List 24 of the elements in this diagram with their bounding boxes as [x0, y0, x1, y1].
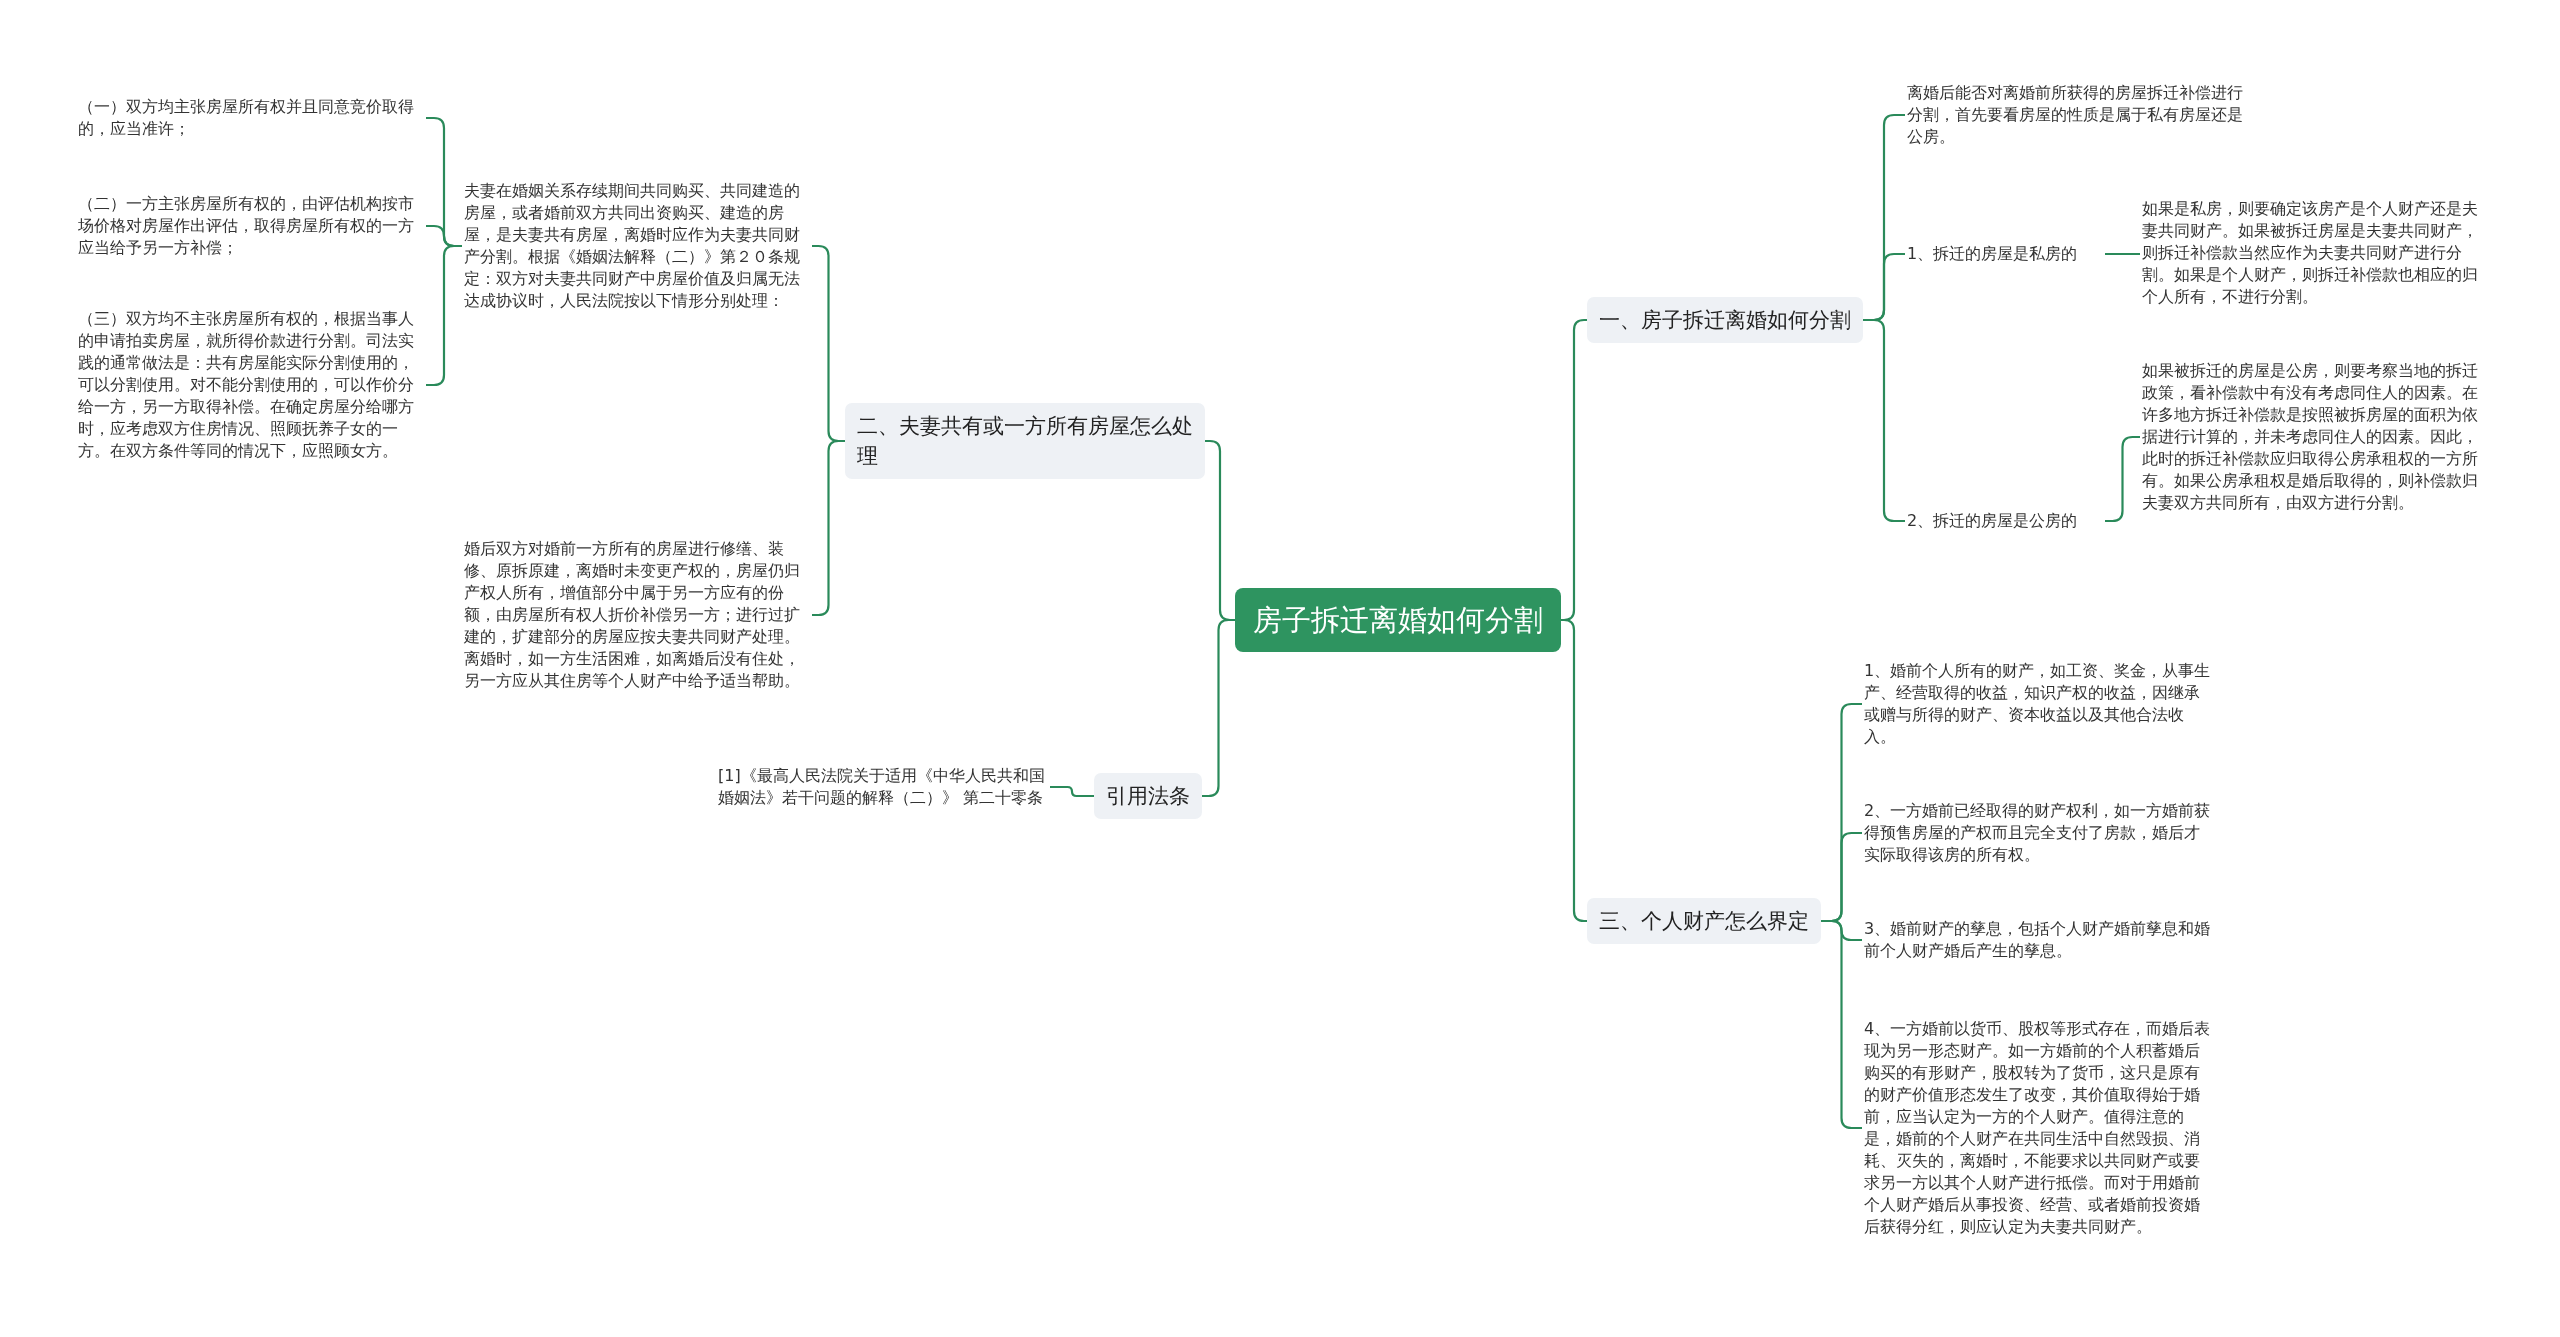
topic-box: 一、房子拆迁离婚如何分割	[1587, 297, 1863, 343]
text-note: 1、拆迁的房屋是私房的	[1905, 243, 2105, 265]
text-note: 如果是私房，则要确定该房产是个人财产还是夫妻共同财产。如果被拆迁房屋是夫妻共同财产，则拆迁补偿款当然应作为夫妻共同财产进行分割。如果是个人财产，则拆迁补偿款也相应的归个人所有，不进行分割。	[2140, 198, 2490, 308]
text-note: 如果被拆迁的房屋是公房，则要考察当地的拆迁政策，看补偿款中有没有考虑同住人的因素。在许多地方拆迁补偿款是按照被拆房屋的面积为依据进行计算的，并未考虑同住人的因素。因此，此时的拆迁补偿款应归取得公房承租权的一方所有。如果公房承租权是婚后取得的，则补偿款归夫妻双方共同所有，由双方进行分割。	[2140, 360, 2490, 514]
topic-box: 三、个人财产怎么界定	[1587, 898, 1821, 944]
text-note: 离婚后能否对离婚前所获得的房屋拆迁补偿进行分割，首先要看房屋的性质是属于私有房屋还是公房。	[1905, 82, 2255, 148]
text-note: 夫妻在婚姻关系存续期间共同购买、共同建造的房屋，或者婚前双方共同出资购买、建造的房屋，是夫妻共有房屋，离婚时应作为夫妻共同财产分割。根据《婚姻法解释（二）》第２０条规定：双方对夫妻共同财产中房屋价值及归属无法达成协议时，人民法院按以下情形分别处理：	[462, 180, 812, 312]
connector-line	[1202, 618, 1235, 798]
text-note: （一）双方均主张房屋所有权并且同意竞价取得的，应当准许；	[76, 96, 426, 140]
topic-box: 二、夫妻共有或一方所有房屋怎么处理	[845, 403, 1205, 479]
text-note: [1]《最高人民法院关于适用《中华人民共和国婚姻法》若干问题的解释（二）》 第二十零条	[716, 765, 1050, 809]
connector-line	[1050, 785, 1094, 798]
text-note: 婚后双方对婚前一方所有的房屋进行修缮、装修、原拆原建，离婚时未变更产权的，房屋仍归产权人所有，增值部分中属于另一方应有的份额，由房屋所有权人折价补偿另一方；进行过扩建的，扩建部分的房屋应按夫妻共同财产处理。离婚时，如一方生活困难，如离婚后没有住处，另一方应从其住房等个人财产中给予适当帮助。	[462, 538, 812, 692]
text-note: （三）双方均不主张房屋所有权的，根据当事人的申请拍卖房屋，就所得价款进行分割。司法实践的通常做法是：共有房屋能实际分割使用的，可以分割使用。对不能分割使用的，可以作价分给一方，另一方取得补偿。在确定房屋分给哪方时，应考虑双方住房情况、照顾抚养子女的一方。在双方条件等同的情况下，应照顾女方。	[76, 308, 426, 462]
text-note: 3、婚前财产的孳息，包括个人财产婚前孳息和婚前个人财产婚后产生的孳息。	[1862, 918, 2214, 962]
connector-line	[1561, 618, 1587, 923]
text-note: 1、婚前个人所有的财产，如工资、奖金，从事生产、经营取得的收益，知识产权的收益，因继承或赠与所得的财产、资本收益以及其他合法收入。	[1862, 660, 2214, 748]
text-note: 2、一方婚前已经取得的财产权利，如一方婚前获得预售房屋的产权而且完全支付了房款，婚后才实际取得该房的所有权。	[1862, 800, 2214, 866]
connector-line	[2105, 252, 2140, 256]
text-note: 4、一方婚前以货币、股权等形式存在，而婚后表现为另一形态财产。如一方婚前的个人积蓄婚后购买的有形财产，股权转为了货币，这只是原有的财产价值形态发生了改变，其价值取得始于婚前，应当认定为一方的个人财产。值得注意的是，婚前的个人财产在共同生活中自然毁损、消耗、灭失的，离婚时，不能要求以共同财产或要求另一方以其个人财产进行抵偿。而对于用婚前个人财产婚后从事投资、经营、或者婚前投资婚后获得分红，则应认定为夫妻共同财产。	[1862, 1018, 2214, 1238]
text-note: 2、拆迁的房屋是公房的	[1905, 510, 2105, 532]
topic-box: 引用法条	[1094, 773, 1202, 819]
text-note: （二）一方主张房屋所有权的，由评估机构按市场价格对房屋作出评估，取得房屋所有权的一方应当给予另一方补偿；	[76, 193, 426, 259]
central-topic: 房子拆迁离婚如何分割	[1235, 588, 1561, 652]
